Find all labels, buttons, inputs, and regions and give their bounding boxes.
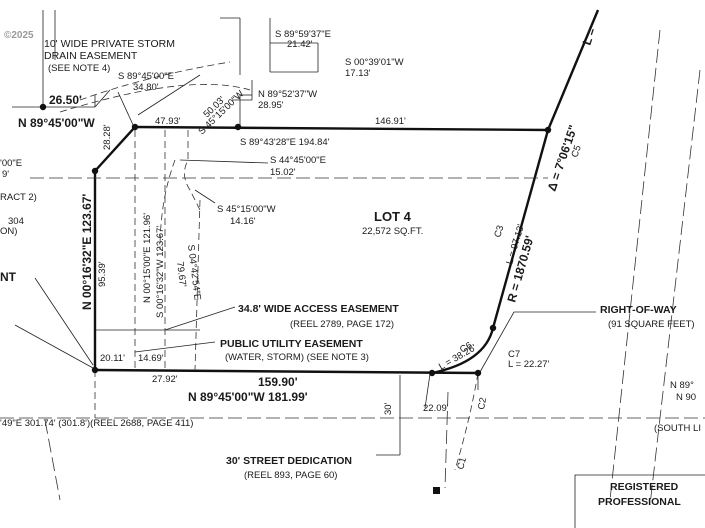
- row-label: RIGHT-OF-WAY: [600, 304, 677, 316]
- bearing-label: N 89°52'37"W: [258, 89, 317, 100]
- bearing-label: S 89°43'28"E 194.84': [240, 137, 330, 148]
- partial-label: 304: [8, 216, 24, 227]
- monument-point: [39, 103, 47, 111]
- drain-easement-note: (SEE NOTE 4): [48, 63, 110, 74]
- curve-label: L = 22.27': [508, 359, 550, 370]
- curve-label: C5: [569, 144, 583, 159]
- linework: [0, 9, 705, 528]
- monument-point: [428, 369, 436, 377]
- bearing-label: S 00°39'01"W: [345, 57, 404, 68]
- monument-point: [131, 123, 139, 131]
- distance-label: 14.69': [138, 353, 164, 364]
- monument-point: [544, 126, 552, 134]
- bearing-label: N 00°16'32"E 123.67': [80, 194, 94, 310]
- street-width: 30': [383, 402, 394, 415]
- professional-label: PROFESSIONAL: [598, 496, 681, 508]
- distance-label: 15.02': [270, 167, 296, 178]
- distance-label: 146.91': [375, 116, 406, 127]
- bearing-label: S 04°42'54"E: [185, 244, 203, 301]
- row-area: (91 SQUARE FEET): [608, 319, 695, 330]
- distance-label: 95.39': [97, 261, 108, 287]
- drain-easement-line2: DRAIN EASEMENT: [44, 50, 138, 62]
- lot-name: LOT 4: [374, 209, 412, 224]
- partial-label: RACT 2): [0, 192, 37, 203]
- street-dedication-label: 30' STREET DEDICATION: [226, 455, 352, 467]
- bearing-label: '49"E 301.74' (301.8')(REEL 2688, PAGE 4…: [0, 418, 193, 429]
- distance-label: 14.16': [230, 216, 256, 227]
- curve-label: C1: [455, 456, 469, 471]
- utility-easement-label: PUBLIC UTILITY EASEMENT: [220, 338, 363, 350]
- distance-label: 21.42': [287, 39, 313, 50]
- distance-label: 20.11': [100, 353, 125, 364]
- curve-label: C3: [492, 224, 506, 239]
- bearing-label: N 89°45'00"W: [18, 116, 95, 130]
- bearing-label: N 89°45'00"W 181.99': [188, 390, 308, 404]
- monument-point: [234, 123, 242, 131]
- bearing-label: S 89°59'37"E: [275, 29, 331, 40]
- watermark: ©2025: [4, 30, 34, 41]
- distance-label: 28.28': [102, 124, 113, 150]
- curve-label: L =: [580, 26, 599, 47]
- monument-point: [474, 369, 482, 377]
- partial-label: N 89°: [670, 380, 694, 391]
- monument-square: [433, 487, 440, 494]
- distance-label: 17.13': [345, 68, 371, 79]
- distance-label: 34.80': [133, 82, 159, 93]
- partial-label: NT: [0, 270, 17, 284]
- curve-label: C2: [476, 397, 489, 411]
- utility-easement-sub: (WATER, STORM) (SEE NOTE 3): [225, 352, 369, 363]
- monument-point: [91, 167, 99, 175]
- distance-label: 27.92': [152, 374, 178, 385]
- partial-label: 9': [2, 169, 9, 180]
- registered-label: REGISTERED: [610, 481, 679, 493]
- lot-area: 22,572 SQ.FT.: [362, 226, 423, 237]
- monument-point: [91, 366, 99, 374]
- street-dedication-reel: (REEL 893, PAGE 60): [244, 470, 337, 481]
- distance-label: 26.50': [49, 93, 82, 107]
- curve-label: C7: [508, 349, 520, 360]
- distance-label: 79.67': [174, 261, 188, 288]
- monument-point: [489, 324, 497, 332]
- survey-monuments: [39, 103, 552, 494]
- bearing-label: N 00°15'00"E 121.96': [142, 213, 153, 303]
- curve-label: C6: [458, 340, 474, 356]
- bearing-label: S 00°16'32"W 123.67': [155, 226, 166, 318]
- bearing-label: S 44°45'00"E: [270, 155, 326, 166]
- drain-easement-line1: 10' WIDE PRIVATE STORM: [44, 38, 175, 50]
- distance-label: 47.93': [155, 116, 181, 127]
- partial-label: ON): [0, 226, 17, 237]
- access-easement-reel: (REEL 2789, PAGE 172): [290, 319, 394, 330]
- distance-label: 28.95': [258, 100, 284, 111]
- bearing-label: S 89°45'00"E: [118, 71, 174, 82]
- access-easement-label: 34.8' WIDE ACCESS EASEMENT: [238, 303, 399, 315]
- partial-label: '00"E: [0, 158, 22, 169]
- distance-label: 22.09': [423, 403, 449, 414]
- partial-label: (SOUTH LI: [654, 423, 701, 434]
- partial-label: N 90: [676, 392, 696, 403]
- bearing-label: S 45°15'00"W: [217, 204, 276, 215]
- distance-label: 159.90': [258, 375, 298, 389]
